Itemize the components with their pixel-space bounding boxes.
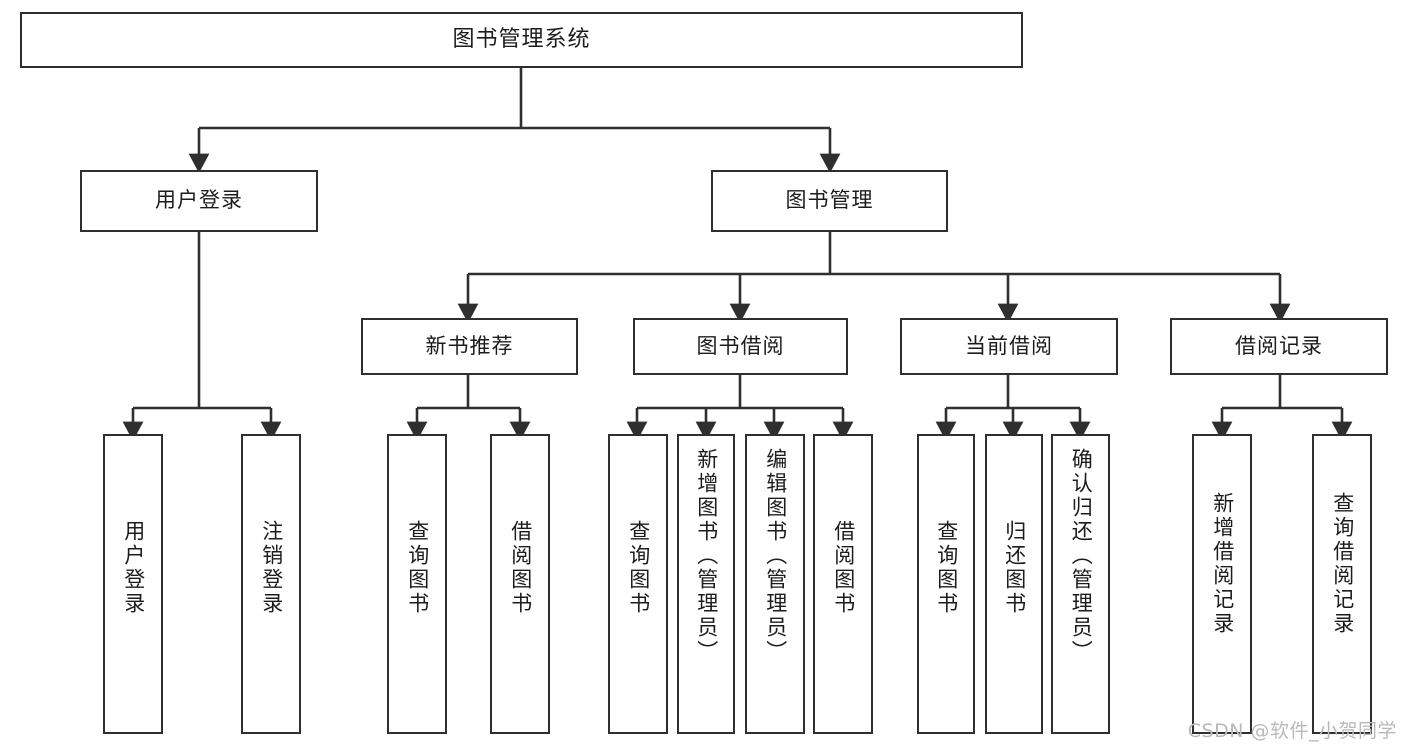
leaf-book-borrow-borrow[interactable]: 借阅图书	[813, 434, 873, 734]
leaf-label: 编辑图书（管理员）	[763, 448, 788, 664]
leaf-label: 新增图书（管理员）	[694, 448, 719, 664]
leaf-book-borrow-query[interactable]: 查询图书	[608, 434, 668, 734]
leaf-borrow-record-add[interactable]: 新增借阅记录	[1192, 434, 1252, 734]
node-current-borrow[interactable]: 当前借阅	[900, 318, 1118, 375]
node-new-book-recommend[interactable]: 新书推荐	[361, 318, 578, 375]
leaf-label: 查询借阅记录	[1330, 492, 1355, 636]
leaf-current-borrow-query[interactable]: 查询图书	[917, 434, 975, 734]
leaf-current-borrow-confirm-return[interactable]: 确认归还（管理员）	[1051, 434, 1110, 734]
leaf-book-borrow-add[interactable]: 新增图书（管理员）	[677, 434, 735, 734]
leaf-label: 查询图书	[626, 520, 651, 616]
leaf-new-book-query[interactable]: 查询图书	[387, 434, 447, 734]
leaf-label: 新增借阅记录	[1210, 492, 1235, 636]
node-root-system[interactable]: 图书管理系统	[20, 12, 1023, 68]
leaf-label: 借阅图书	[508, 520, 533, 616]
leaf-label: 归还图书	[1002, 520, 1027, 616]
watermark: CSDN @软件_小贺同学	[1187, 720, 1397, 742]
leaf-label: 借阅图书	[831, 520, 856, 616]
node-user-login[interactable]: 用户登录	[80, 170, 318, 232]
leaf-label: 查询图书	[934, 520, 959, 616]
leaf-user-login-login[interactable]: 用户登录	[103, 434, 163, 734]
leaf-new-book-borrow[interactable]: 借阅图书	[490, 434, 550, 734]
node-book-borrow[interactable]: 图书借阅	[633, 318, 848, 375]
leaf-label: 用户登录	[121, 520, 146, 616]
leaf-book-borrow-edit[interactable]: 编辑图书（管理员）	[745, 434, 805, 734]
leaf-label: 确认归还（管理员）	[1069, 448, 1094, 664]
leaf-user-login-logout[interactable]: 注销登录	[241, 434, 301, 734]
leaf-label: 注销登录	[259, 520, 284, 616]
leaf-borrow-record-query[interactable]: 查询借阅记录	[1312, 434, 1372, 734]
node-borrow-record[interactable]: 借阅记录	[1170, 318, 1388, 375]
leaf-current-borrow-return[interactable]: 归还图书	[985, 434, 1043, 734]
leaf-label: 查询图书	[405, 520, 430, 616]
node-book-management[interactable]: 图书管理	[711, 170, 948, 232]
